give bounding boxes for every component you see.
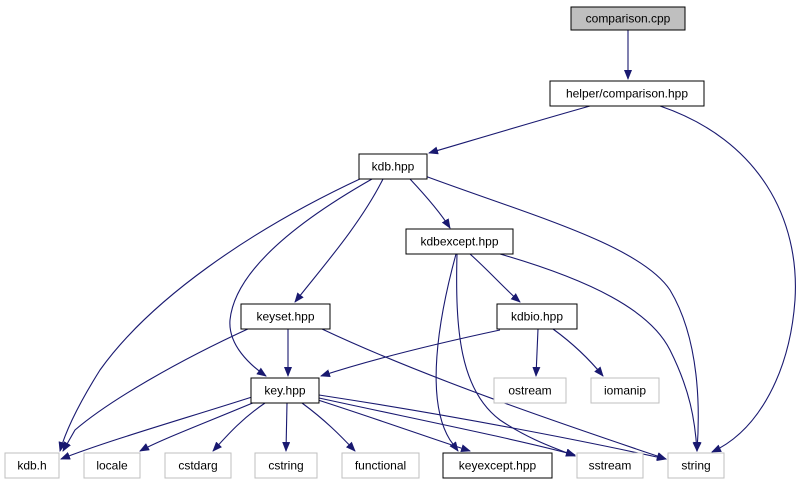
node-label: helper/comparison.hpp	[566, 87, 688, 101]
node-kdbio-hpp[interactable]: kdbio.hpp	[496, 303, 578, 330]
node-label: locale	[96, 459, 128, 473]
edge-kdb-hpp-to-kdb-h	[58, 177, 363, 452]
node-sstream: sstream	[576, 452, 644, 479]
node-label: iomanip	[604, 384, 646, 398]
edge-key-hpp-to-locale	[139, 401, 256, 452]
edge-helper-comparison-hpp-to-kdb-hpp	[428, 105, 591, 155]
edge-keyset-hpp-to-kdb-h	[62, 327, 251, 452]
node-cstring: cstring	[254, 452, 318, 479]
edge-kdb-hpp-to-string	[424, 175, 702, 452]
edge-key-hpp-to-string	[318, 394, 667, 461]
node-kdb-h: kdb.h	[4, 452, 60, 479]
edge-key-hpp-to-sstream	[318, 397, 576, 457]
node-functional: functional	[341, 452, 420, 479]
node-keyset-hpp[interactable]: keyset.hpp	[240, 303, 331, 330]
node-cstdarg: cstdarg	[164, 452, 232, 479]
node-ostream: ostream	[493, 377, 567, 404]
edge-kdbio-hpp-to-key-hpp	[320, 329, 501, 378]
node-label: kdb.h	[17, 459, 46, 473]
node-key-hpp[interactable]: key.hpp	[250, 377, 320, 404]
edge-kdb-hpp-to-key-hpp	[229, 178, 373, 377]
node-label: kdbio.hpp	[511, 310, 563, 324]
node-iomanip: iomanip	[590, 377, 660, 404]
node-label: kdb.hpp	[372, 160, 415, 174]
node-label: keyset.hpp	[256, 310, 314, 324]
node-label: ostream	[508, 384, 551, 398]
edge-key-hpp-to-cstring	[282, 402, 291, 452]
edge-key-hpp-to-kdb-h	[60, 396, 253, 460]
node-locale: locale	[83, 452, 141, 479]
edge-kdbexcept-hpp-to-keyexcept-hpp	[435, 253, 459, 452]
edge-kdbexcept-hpp-to-sstream	[456, 253, 576, 457]
node-string: string	[667, 452, 725, 479]
edge-kdb-hpp-to-keyset-hpp	[294, 178, 384, 303]
node-keyexcept-hpp[interactable]: keyexcept.hpp	[442, 452, 553, 479]
edge-key-hpp-to-cstdarg	[212, 402, 266, 452]
edge-key-hpp-to-keyexcept-hpp	[317, 399, 471, 453]
edge-kdbio-hpp-to-ostream	[532, 328, 541, 377]
edge-key-hpp-to-functional	[301, 402, 356, 452]
edge-kdbio-hpp-to-iomanip	[552, 328, 604, 377]
node-kdbexcept-hpp[interactable]: kdbexcept.hpp	[405, 228, 514, 255]
node-label: key.hpp	[264, 384, 305, 398]
node-comparison-cpp[interactable]: comparison.cpp	[570, 6, 686, 31]
node-label: functional	[355, 459, 406, 473]
node-label: string	[681, 459, 710, 473]
edge-helper-comparison-hpp-to-string	[659, 105, 796, 453]
node-helper-comparison-hpp[interactable]: helper/comparison.hpp	[549, 80, 705, 107]
node-label: keyexcept.hpp	[459, 459, 537, 473]
edge-kdbexcept-hpp-to-string	[499, 253, 701, 452]
node-label: cstdarg	[178, 459, 217, 473]
node-label: comparison.cpp	[586, 12, 671, 26]
edge-kdb-hpp-to-kdbexcept-hpp	[409, 178, 451, 229]
node-label: kdbexcept.hpp	[420, 235, 498, 249]
node-label: cstring	[268, 459, 303, 473]
node-kdb-hpp[interactable]: kdb.hpp	[358, 153, 428, 180]
edge-kdbexcept-hpp-to-kdbio-hpp	[469, 253, 521, 303]
node-label: sstream	[589, 459, 632, 473]
